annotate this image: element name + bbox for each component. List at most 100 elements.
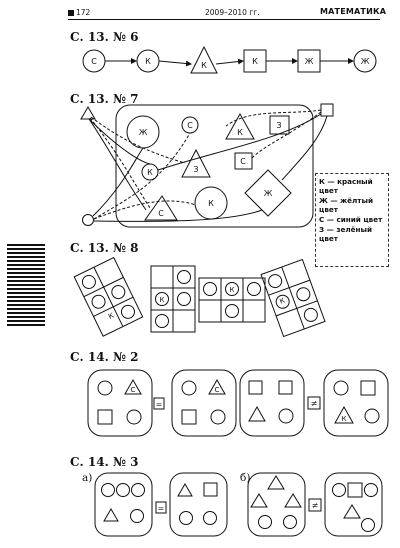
legend-text: — красный цвет [319,177,373,195]
ex6-label-4: К [252,57,258,66]
ex7-triangle-z [181,148,211,178]
legend-key: Ж [319,196,328,205]
ex7-line-9 [225,109,322,127]
ex7-label-k-big: К [208,199,214,208]
ex7-line-3 [90,116,186,164]
legend-text: — зелёный цвет [319,225,373,243]
ex14-2-box-1 [87,369,153,437]
ex7-line-4 [89,117,151,209]
ex7-line-2 [88,118,151,165]
ex7-figure [80,103,334,228]
ex14-2-eq-sign: = [156,400,163,409]
ex14-2-neq-sign: ≠ [311,399,318,408]
ex6-label-5: Ж [305,57,314,66]
ex8-grid-1 [73,256,144,337]
page-number: 172 [68,8,90,17]
ex7-start-circle [82,214,94,226]
ex14-3b-neq-sign: ≠ [312,501,319,510]
ex7-label-s-circle: С [187,121,193,130]
legend-key: З [319,225,325,234]
ex14-3a-box-1 [94,472,153,537]
ex7-label-z-triangle: З [193,165,198,174]
ex7-line-11 [281,115,328,181]
ex8-grid-4-label: К [279,297,286,306]
ex8-grid-1-label: К [107,312,115,321]
ex6-triangle-k [190,45,218,74]
subtask-b-label: б) [240,472,251,484]
ex14-3a-box-2 [169,472,228,537]
legend-row-yellow: Ж — жёлтый цвет [319,196,385,214]
ex7-label-s-triangle: С [158,209,164,218]
ex7-label-s-square: С [240,157,246,166]
ex6-arrow-3 [215,58,244,65]
ex7-line-8 [93,209,263,222]
ex14-3b-neq-box [308,498,322,512]
ex14-2-neq-box [307,396,321,410]
ex7-line-6 [93,132,191,220]
ex7-label-z-square: З [276,121,281,130]
ex7-start-square [320,103,334,117]
subtask-a-label: а) [82,472,93,484]
ex7-diamond-zh [244,169,292,217]
ex8-grid-4 [260,258,326,338]
ex7-label-k-small: К [147,168,153,177]
ex7-label-zh-diamond: Ж [264,189,273,198]
ex14-3b-box-1 [247,472,306,537]
header-subject: МАТЕМАТИКА [320,7,387,16]
ex14-3-figure [94,472,383,537]
ex7-line-5 [92,147,144,217]
ex14-2-label-c-1: С [131,386,136,394]
ex7-triangle-k [225,112,255,140]
ex7-start-triangle [80,106,96,120]
ex14-2-label-c-2: С [215,386,220,394]
ex7-line-1 [88,118,147,211]
header-years: 2009–2010 гг. [205,8,260,17]
ex14-2-box-2 [171,369,237,437]
ex8-grid-3-label: К [230,286,235,294]
ex14-2-figure [87,369,389,437]
ex8-grid-2 [150,265,196,333]
legend-key: С [319,215,325,224]
ex7-label-zh-circle: Ж [139,128,148,137]
ex8-grid-3 [198,277,266,323]
ex7-line-7 [93,200,197,220]
side-stripes-decoration [7,244,45,328]
ex14-2-eq-box [153,397,165,410]
ex14-2-box-2-triangle-c [208,378,226,395]
ex14-2-box-4-triangle-k [334,405,354,424]
ex6-arrow-2 [158,60,192,67]
ex14-2-box-3 [239,369,305,437]
ex14-2-label-k: К [342,415,347,423]
ex7-label-k-triangle: К [237,128,243,137]
section-title-3: С. 13. № 8 [70,241,139,255]
section-title-4: С. 14. № 2 [70,350,139,364]
ex6-label-3: К [201,61,207,70]
ex6-label-1: С [91,57,97,66]
ex14-2-box-4 [323,369,389,437]
section-title-2: С. 13. № 7 [70,92,139,106]
ex8-grid-2-label: К [160,296,165,304]
ex7-line-10 [251,111,322,159]
ex6-label-2: К [145,57,151,66]
ex6-chain [82,45,377,74]
ex14-3a-eq-box [155,501,167,514]
ex7-square-s [234,152,253,170]
ex7-line-12 [157,113,322,171]
ex6-circle-zh [353,49,377,73]
ex14-2-box-1-triangle-c [124,378,142,395]
ex7-triangle-s [144,195,178,221]
ex6-label-6: Ж [361,57,370,66]
section-title-1: С. 13. № 6 [70,30,139,44]
legend-text: — синий цвет [326,215,383,224]
legend-row-blue: С — синий цвет [319,215,385,224]
ex14-3a-eq-sign: = [158,504,165,513]
legend-row-red: К — красный цвет [319,177,385,195]
header-rule [68,19,380,20]
color-legend: К — красный цвет Ж — жёлтый цвет С — син… [315,173,389,267]
legend-key: К [319,177,325,186]
ex14-3b-box-2 [324,472,383,537]
legend-row-green: З — зелёный цвет [319,225,385,243]
ex7-frame [115,104,314,228]
